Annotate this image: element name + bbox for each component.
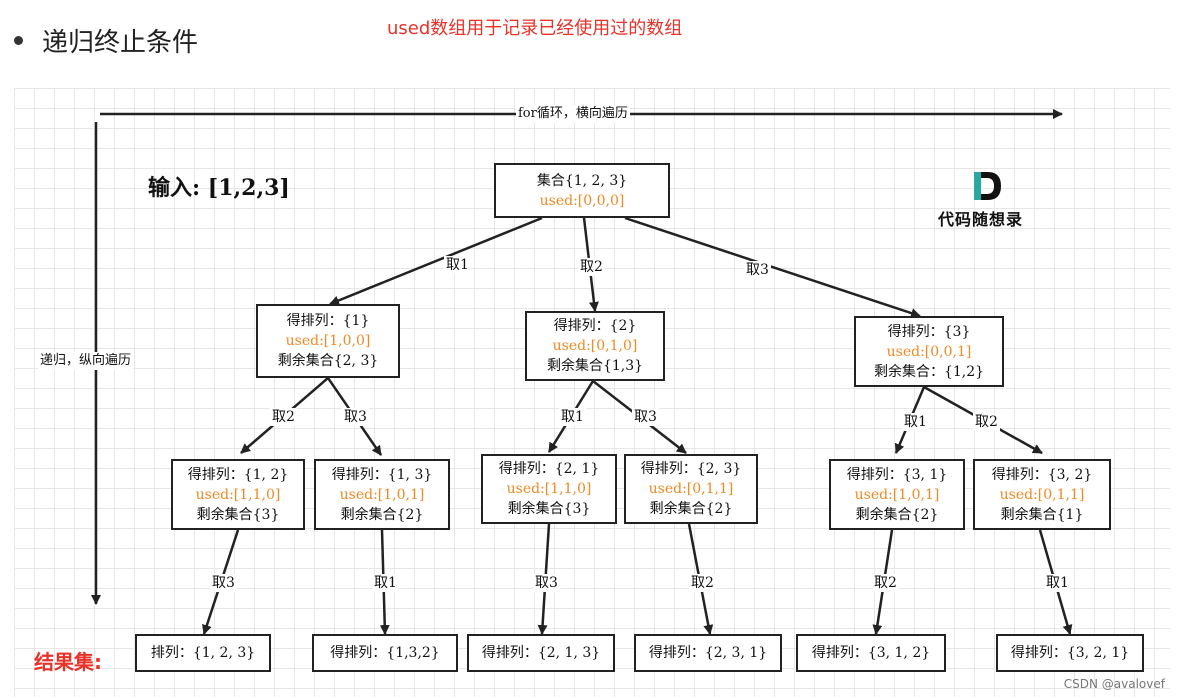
edge-label: 取2 (973, 413, 1000, 431)
edge-label: 取2 (872, 574, 899, 592)
node-line: 得排列：{2, 3} (640, 461, 742, 477)
node-line: 剩余集合{1} (1000, 506, 1084, 523)
level2-node: 得排列：{1, 2} used:[1,1,0] 剩余集合{3} (171, 459, 305, 530)
level2-node: 得排列：{2, 3} used:[0,1,1] 剩余集合{2} (624, 454, 758, 524)
edge-root-l1-2 (624, 216, 921, 318)
vertical-axis-label: 递归，纵向遍历 (38, 352, 134, 370)
node-line: 得排列：{1} (286, 313, 370, 329)
edge-label: 取1 (1044, 574, 1071, 592)
edge-label: 取2 (270, 408, 297, 426)
node-line: 剩余集合{2} (855, 506, 939, 523)
edge-label: 取1 (902, 413, 929, 431)
result-node: 得排列：{1,3,2} (312, 634, 458, 672)
edge-label: 取3 (342, 408, 369, 426)
node-line: 得排列：{2, 1} (498, 461, 600, 477)
node-line: 得排列：{1, 3} (331, 466, 433, 483)
edge-label: 取1 (559, 408, 586, 426)
result-set-label: 结果集: (34, 650, 102, 674)
edge-root-l1-0 (329, 216, 543, 306)
edge-label: 取1 (372, 574, 399, 592)
node-line: 集合{1, 2, 3} (536, 172, 628, 189)
level2-node: 得排列：{3, 2} used:[0,1,1] 剩余集合{1} (973, 459, 1111, 530)
node-line: 得排列：{3, 2} (991, 466, 1093, 483)
node-line: 剩余集合{3} (196, 506, 280, 523)
node-line: 得排列：{2, 1, 3} (481, 645, 601, 661)
edge-label: 取3 (210, 574, 237, 592)
level2-node: 得排列：{1, 3} used:[1,0,1] 剩余集合{2} (314, 459, 450, 530)
node-used: used:[1,1,0] (195, 486, 281, 503)
node-line: 剩余集合{2} (340, 506, 424, 523)
result-node: 得排列：{2, 1, 3} (467, 634, 615, 672)
logo-d-icon (974, 172, 1001, 200)
edge-label: 取2 (578, 258, 605, 276)
result-node: 排列：{1, 2, 3} (135, 634, 271, 672)
level2-node: 得排列：{3, 1} used:[1,0,1] 剩余集合{2} (829, 459, 965, 530)
level1-node: 得排列：{2} used:[0,1,0] 剩余集合{1,3} (525, 311, 665, 381)
edge-label: 取1 (444, 256, 471, 274)
node-line: 得排列：{3, 1} (846, 466, 948, 483)
edge-label: 取2 (689, 574, 716, 592)
result-node: 得排列：{3, 2, 1} (996, 634, 1144, 672)
level1-node: 得排列：{1} used:[1,0,0] 剩余集合{2, 3} (256, 304, 400, 378)
node-used: used:[0,1,1] (999, 486, 1085, 503)
node-used: used:[0,0,0] (539, 192, 625, 209)
used-array-note: used数组用于记录已经使用过的数组 (387, 18, 683, 39)
node-line: 剩余集合{2, 3} (277, 353, 379, 369)
root-node: 集合{1, 2, 3} used:[0,0,0] (494, 163, 670, 218)
level1-node: 得排列：{3} used:[0,0,1] 剩余集合：{1,2} (854, 316, 1004, 387)
watermark: CSDN @avalovef (1063, 677, 1165, 691)
node-line: 得排列：{1,3,2} (330, 645, 440, 661)
node-used: used:[1,0,1] (339, 486, 425, 503)
node-used: used:[1,0,0] (285, 333, 371, 349)
node-used: used:[1,0,1] (854, 486, 940, 503)
edge-label: 取3 (632, 408, 659, 426)
node-line: 得排列：{2, 3, 1} (648, 645, 768, 661)
node-line: 得排列：{2} (553, 318, 637, 334)
edge-label: 取3 (744, 261, 771, 279)
node-line: 剩余集合{3} (507, 501, 591, 517)
node-line: 得排列：{3, 1, 2} (811, 645, 931, 661)
result-node: 得排列：{2, 3, 1} (634, 634, 782, 672)
page-title: 递归终止条件 (42, 28, 199, 58)
node-used: used:[1,1,0] (506, 481, 592, 497)
node-line: 得排列：{1, 2} (187, 466, 289, 483)
node-line: 剩余集合{1,3} (546, 358, 644, 374)
node-line: 得排列：{3} (887, 323, 971, 340)
level2-node: 得排列：{2, 1} used:[1,1,0] 剩余集合{3} (481, 454, 617, 524)
node-used: used:[0,1,1] (648, 481, 734, 497)
node-used: used:[0,1,0] (552, 338, 638, 354)
horizontal-axis-label: for循环，横向遍历 (516, 105, 630, 123)
edge-label: 取3 (533, 574, 560, 592)
node-used: used:[0,0,1] (886, 343, 972, 360)
node-line: 剩余集合{2} (649, 501, 733, 517)
logo-text: 代码随想录 (938, 210, 1024, 229)
node-line: 得排列：{3, 2, 1} (1010, 645, 1130, 661)
node-line: 排列：{1, 2, 3} (150, 645, 256, 661)
result-node: 得排列：{3, 1, 2} (796, 634, 946, 672)
input-label: 输入: [1,2,3] (148, 175, 290, 201)
node-line: 剩余集合：{1,2} (873, 363, 985, 380)
bullet-icon (14, 36, 23, 45)
